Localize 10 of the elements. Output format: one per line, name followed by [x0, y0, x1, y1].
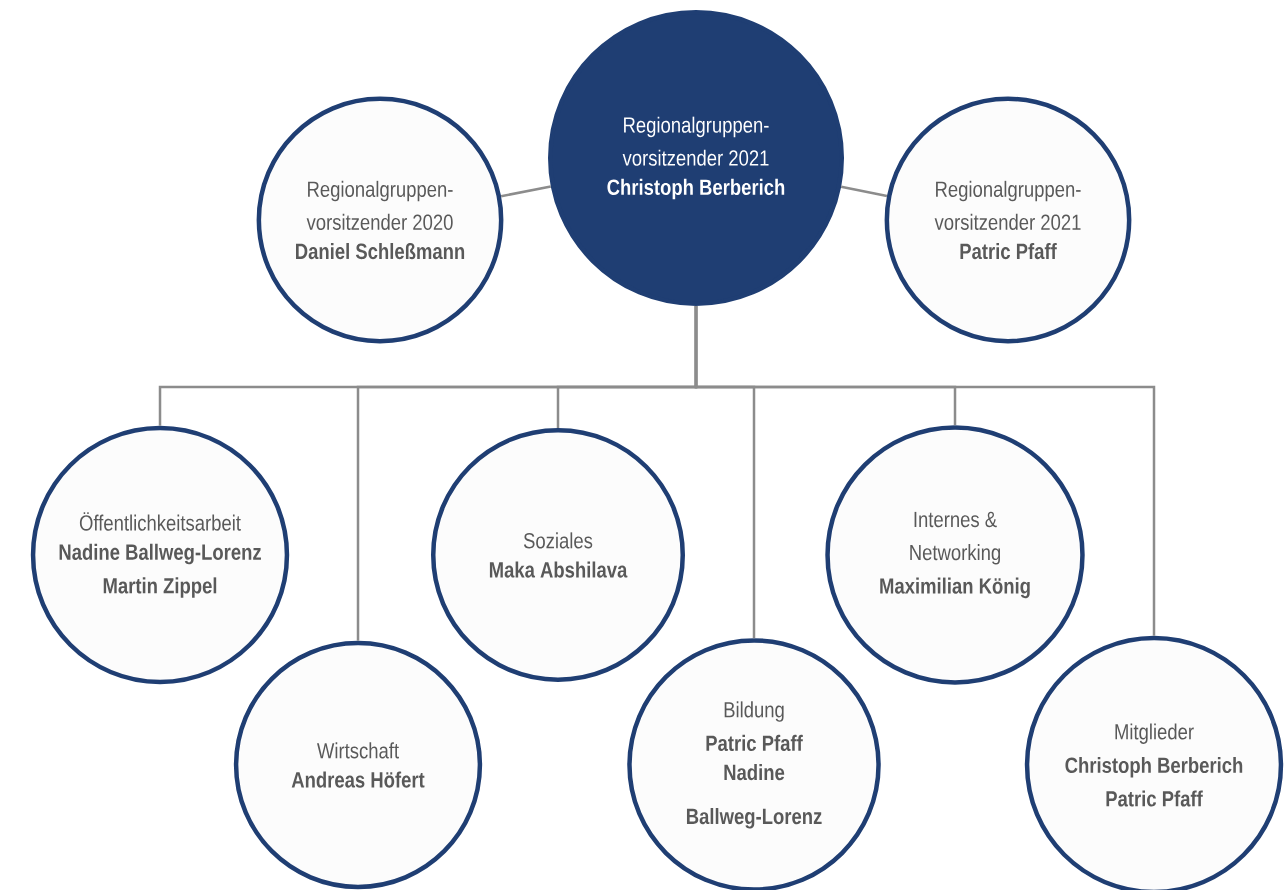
connector-line [840, 185, 888, 198]
circle-node: Internes & Networking Maximilian König [825, 425, 1085, 685]
circle-node: Regionalgruppen- vorsitzender 2021 Patric Pfaff [884, 96, 1132, 344]
connector-line [500, 185, 551, 198]
circle-node: Wirtschaft Andreas Höfert [233, 640, 483, 890]
connector-line [694, 306, 1156, 636]
circle-node: Regionalgruppen- vorsitzender 2020 Daniel Schleßmann [256, 96, 504, 344]
circle-node: Öffentlichkeitsarbeit Nadine Ballweg-Lorenz Martin Zippel [30, 425, 290, 685]
circle-node: Regionalgruppen- vorsitzender 2021 Christoph Berberich [548, 10, 844, 306]
circle-node: Soziales Maka Abshilava [431, 428, 685, 682]
